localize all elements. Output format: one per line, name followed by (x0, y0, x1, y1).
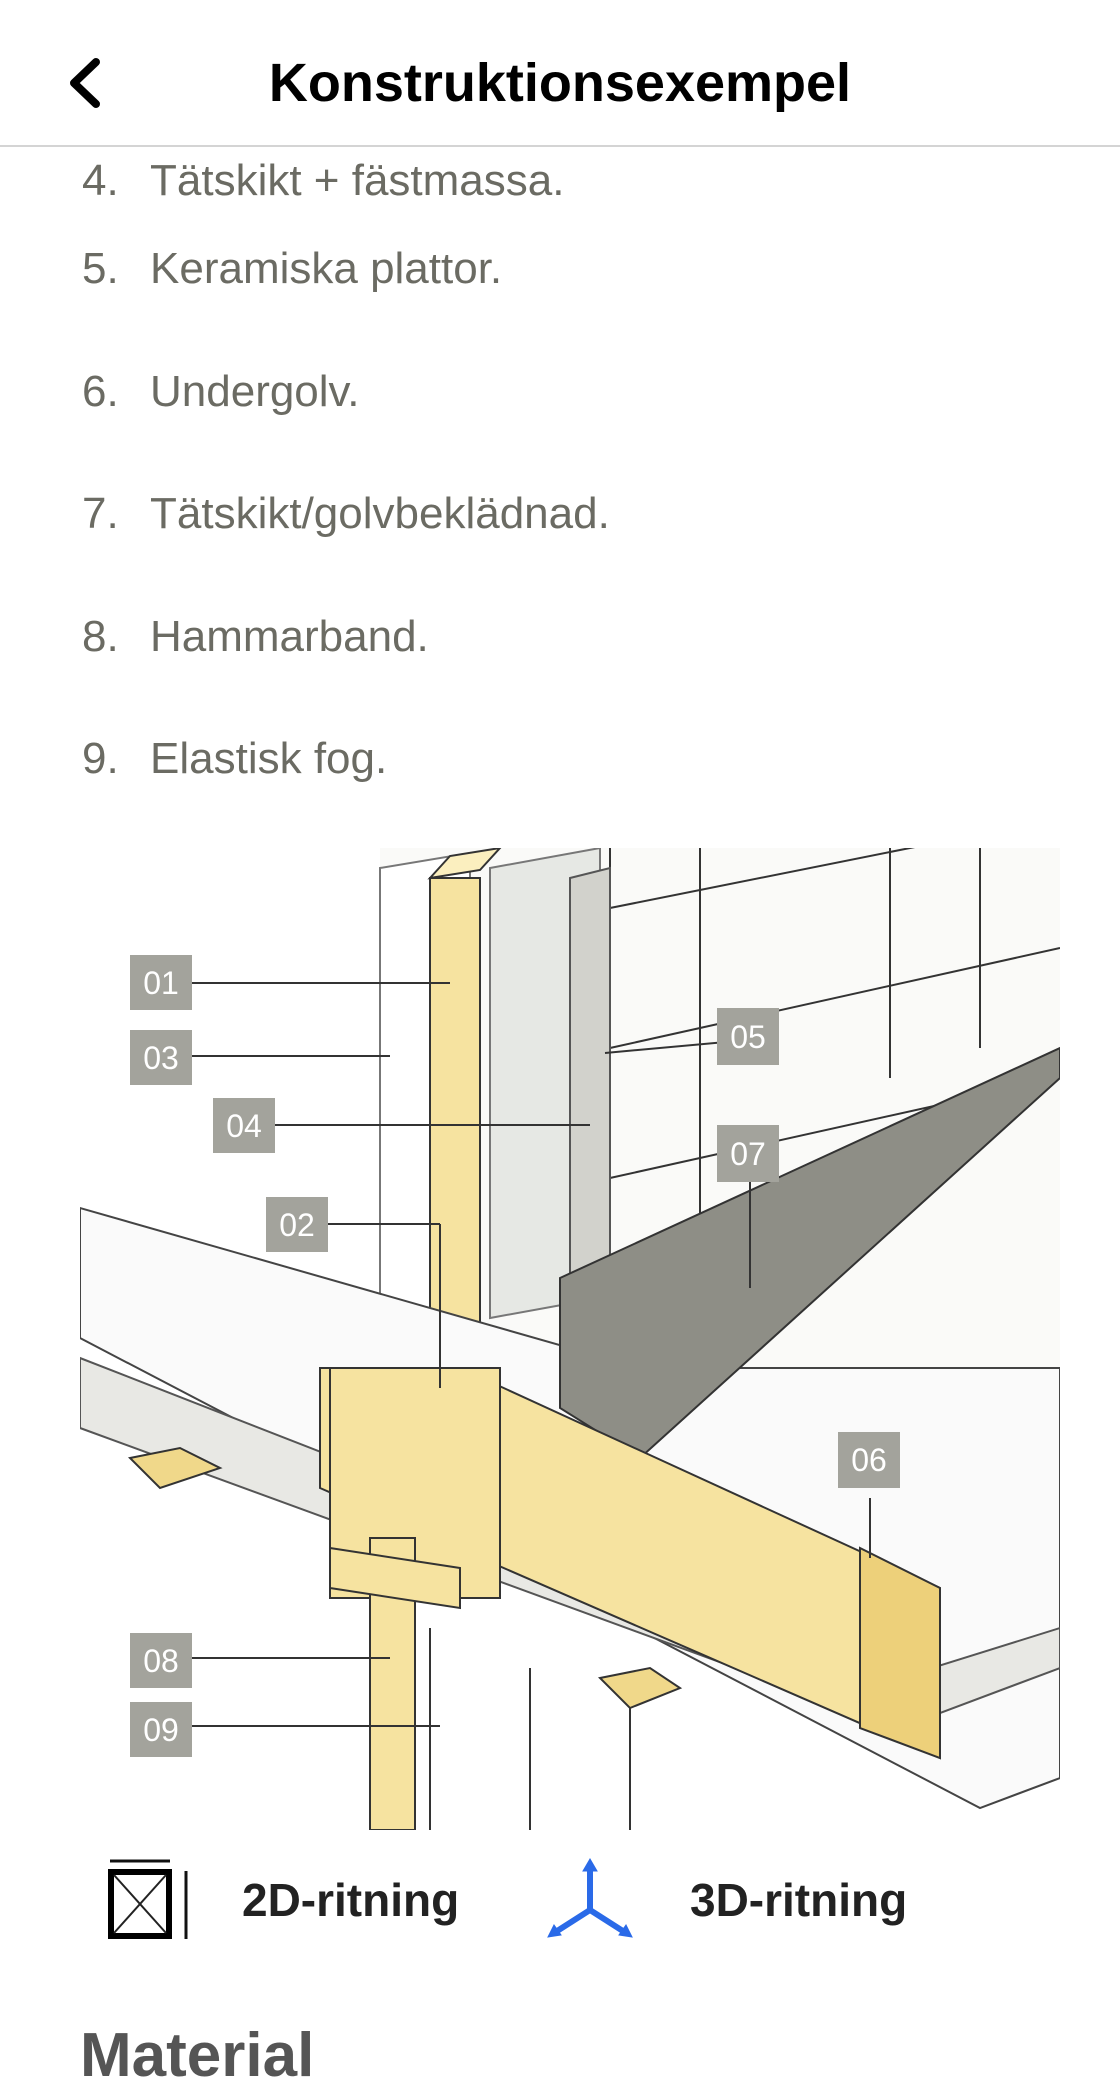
spacer-block (597, 1666, 683, 1710)
item-text: Elastisk fog. (150, 734, 388, 783)
stud (429, 877, 481, 1389)
label-04: 04 (213, 1098, 275, 1153)
2d-drawing-button[interactable]: 2D-ritning (108, 1850, 459, 1950)
chevron-left-icon (70, 58, 100, 108)
label-text: 07 (730, 1136, 766, 1172)
2d-drawing-label: 2D-ritning (242, 1874, 460, 1926)
label-text: 01 (143, 965, 179, 1001)
label-text: 08 (143, 1643, 179, 1679)
item-text: Tätskikt/golvbeklädnad. (150, 489, 610, 538)
label-02: 02 (266, 1197, 328, 1252)
back-button[interactable] (60, 48, 110, 118)
label-text: 03 (143, 1040, 179, 1076)
item-text: Undergolv. (150, 367, 360, 416)
label-07: 07 (717, 1125, 779, 1182)
list-item: 7. Tätskikt/golvbeklädnad. (82, 489, 610, 539)
list-item: 6. Undergolv. (82, 367, 360, 417)
list-item: 5. Keramiska plattor. (82, 244, 502, 294)
label-05: 05 (717, 1008, 779, 1065)
membrane (559, 1046, 1060, 1460)
label-09: 09 (130, 1702, 192, 1757)
callout-labels: 01 03 04 02 05 07 06 08 09 (130, 955, 900, 1757)
label-text: 05 (730, 1019, 766, 1055)
item-text: Tätskikt + fästmassa. (150, 156, 565, 205)
label-text: 02 (279, 1207, 315, 1243)
3d-axes-icon (547, 1858, 633, 1938)
3d-drawing-label: 3D-ritning (690, 1874, 908, 1926)
wall-layer (569, 866, 611, 1300)
label-03: 03 (130, 1030, 192, 1085)
list-item: 4. Tätskikt + fästmassa. (82, 156, 564, 206)
label-01: 01 (130, 955, 192, 1010)
page-title: Konstruktionsexempel (268, 53, 852, 113)
top-plate (329, 1546, 461, 1610)
nav-header: Konstruktionsexempel (0, 0, 1120, 147)
stud-top (427, 848, 502, 880)
item-number: 4. (82, 156, 119, 205)
item-number: 7. (82, 489, 119, 538)
drawing-mode-switch: 2D-ritning 3D-ritning (0, 1850, 1120, 1950)
section-heading-material: Material (80, 2021, 315, 2090)
item-text: Hammarband. (150, 612, 429, 661)
label-text: 06 (851, 1442, 887, 1478)
lower-wall-lines (429, 1628, 631, 1830)
list-item: 8. Hammarband. (82, 612, 429, 662)
item-number: 9. (82, 734, 119, 783)
item-number: 8. (82, 612, 119, 661)
label-08: 08 (130, 1633, 192, 1688)
list-item: 9. Elastisk fog. (82, 734, 387, 784)
2d-drawing-icon (108, 1859, 188, 1939)
beam-end (859, 1546, 941, 1760)
item-number: 6. (82, 367, 119, 416)
3d-drawing-button[interactable]: 3D-ritning (540, 1850, 907, 1950)
label-text: 09 (143, 1712, 179, 1748)
spacer-block (127, 1446, 223, 1490)
label-06: 06 (838, 1432, 900, 1488)
item-number: 5. (82, 244, 119, 293)
label-text: 04 (226, 1108, 262, 1144)
item-text: Keramiska plattor. (150, 244, 503, 293)
construction-illustration: 01 03 04 02 05 07 06 08 09 (80, 848, 1060, 1830)
